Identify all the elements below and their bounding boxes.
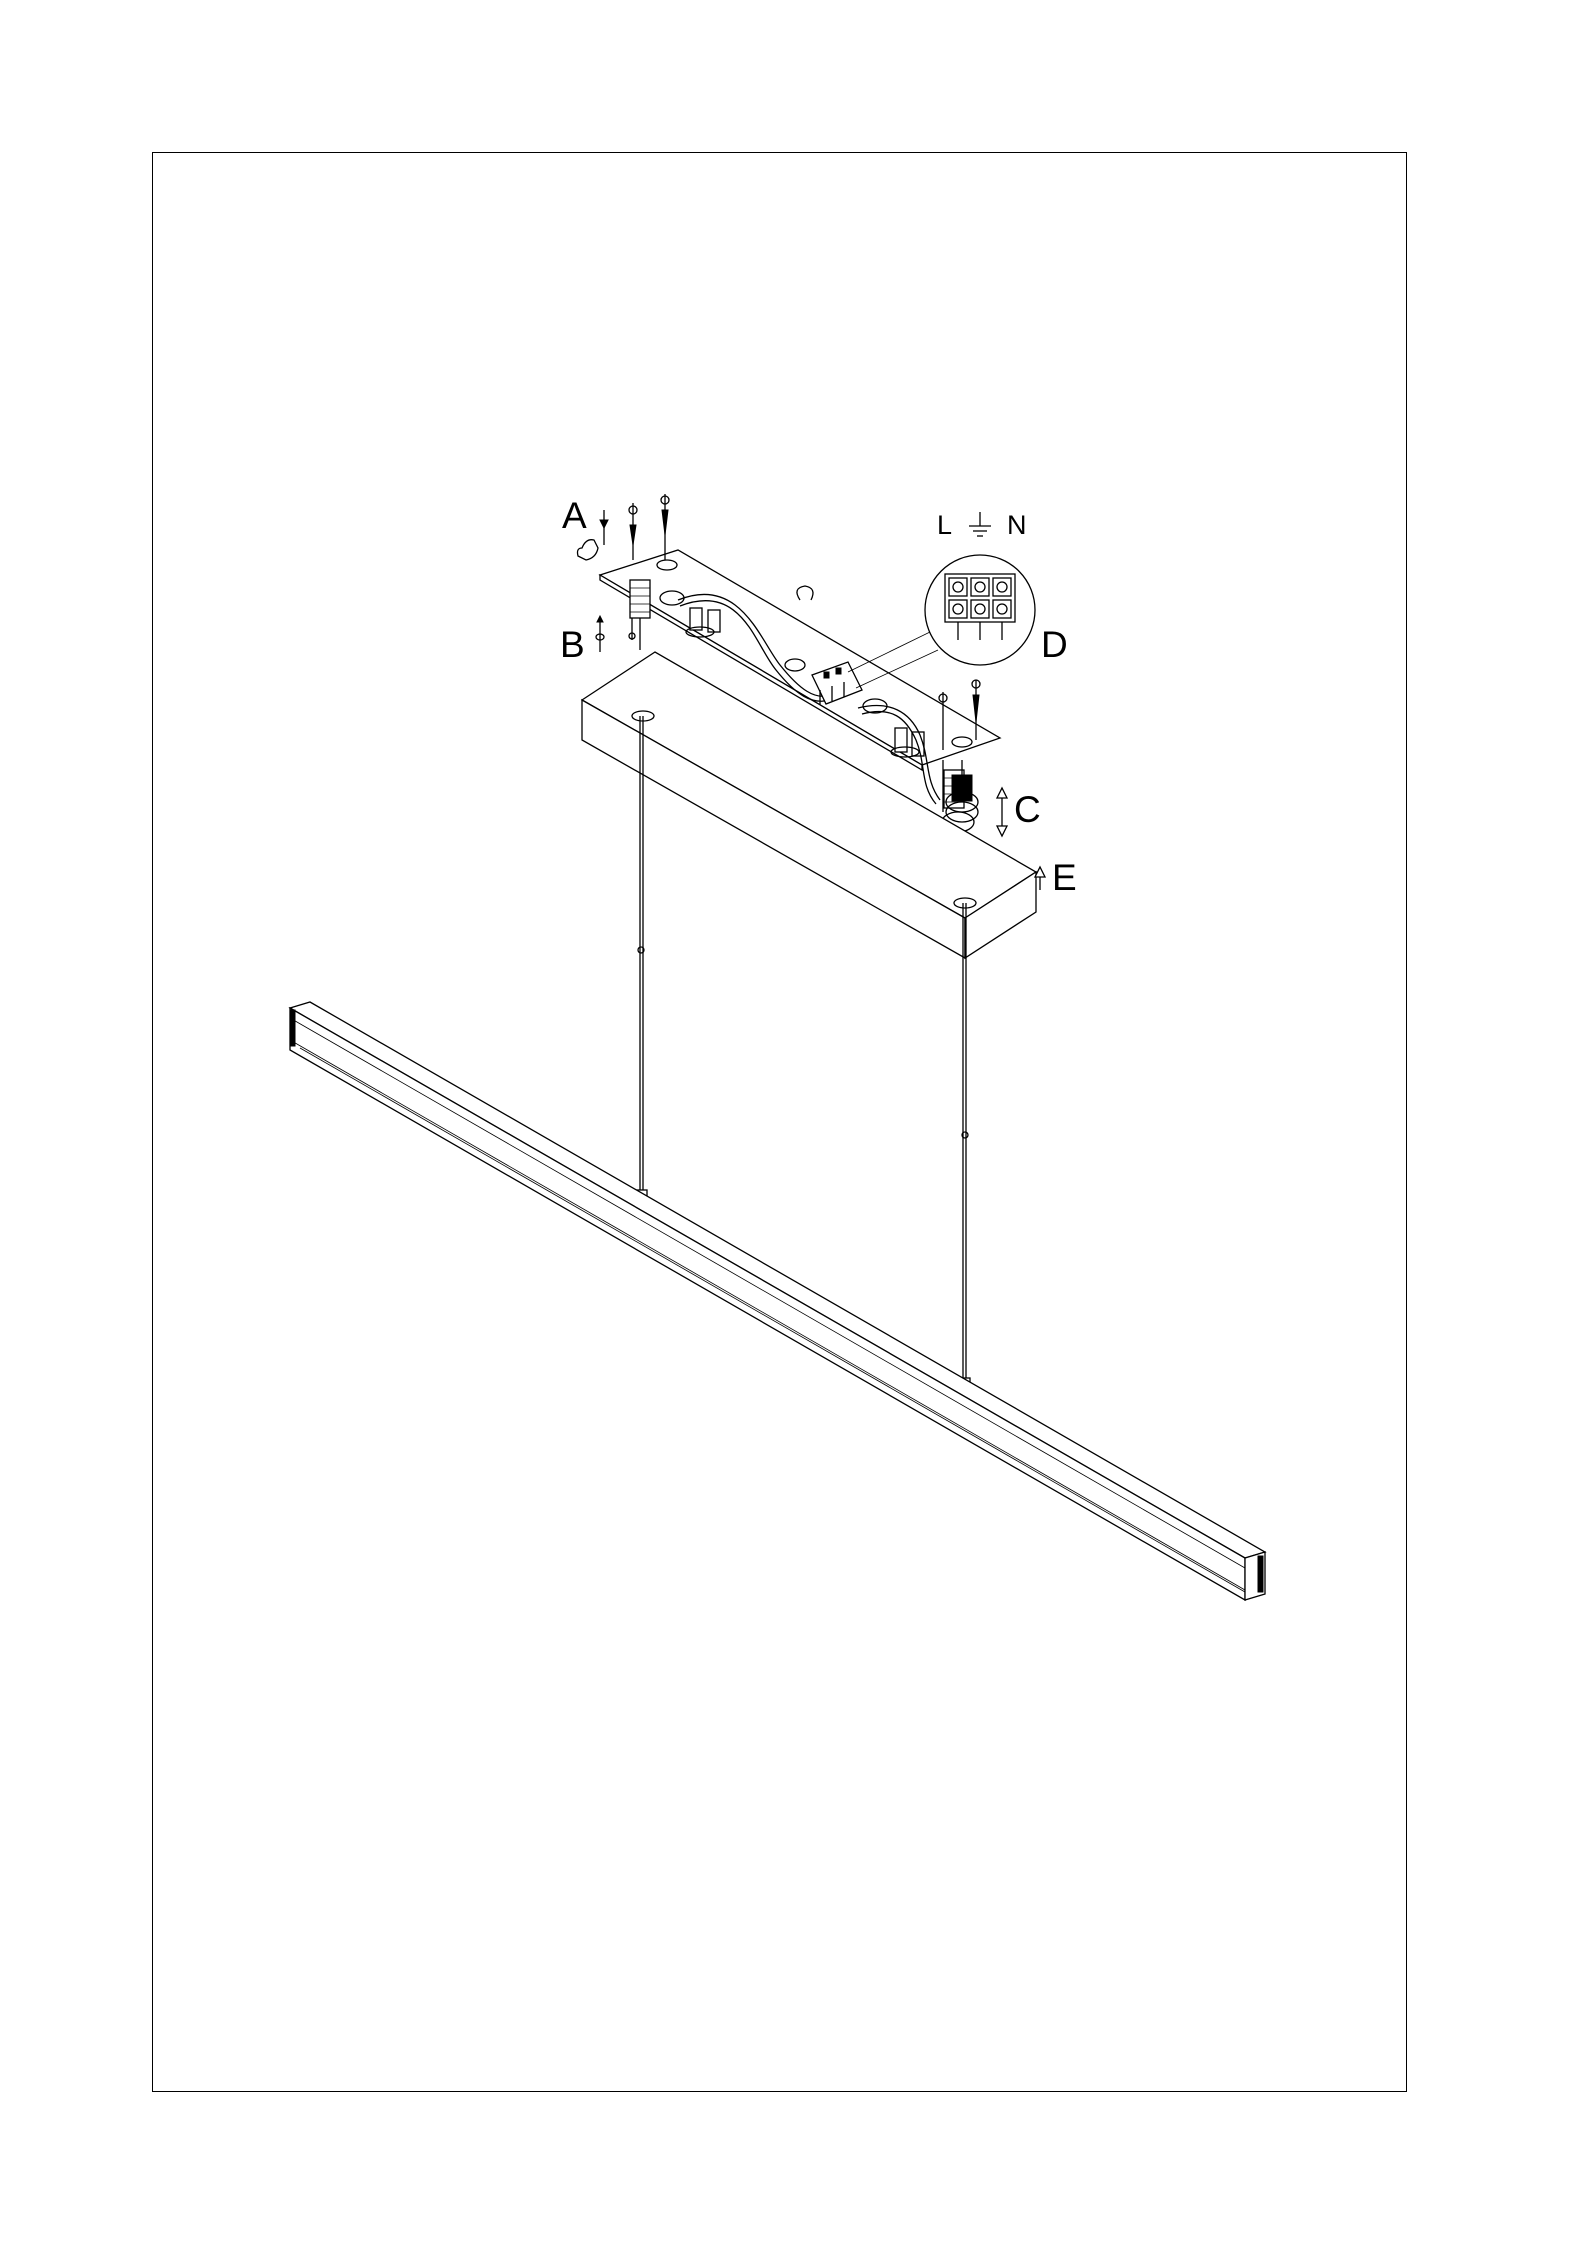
up-down-arrow-icon bbox=[997, 788, 1007, 836]
label-b: B bbox=[560, 624, 585, 665]
screw-top-left bbox=[629, 503, 637, 560]
screw-detail-b bbox=[596, 612, 635, 652]
label-c: C bbox=[1014, 789, 1041, 830]
screw-top-center bbox=[661, 494, 669, 560]
label-e: E bbox=[1052, 857, 1077, 898]
label-a: A bbox=[562, 495, 587, 536]
terminal-label-live: L bbox=[937, 510, 952, 540]
linear-light-bar bbox=[290, 1002, 1265, 1600]
label-d: D bbox=[1041, 624, 1068, 665]
earth-ground-icon bbox=[969, 512, 991, 536]
terminal-label-neutral: N bbox=[1007, 510, 1027, 540]
